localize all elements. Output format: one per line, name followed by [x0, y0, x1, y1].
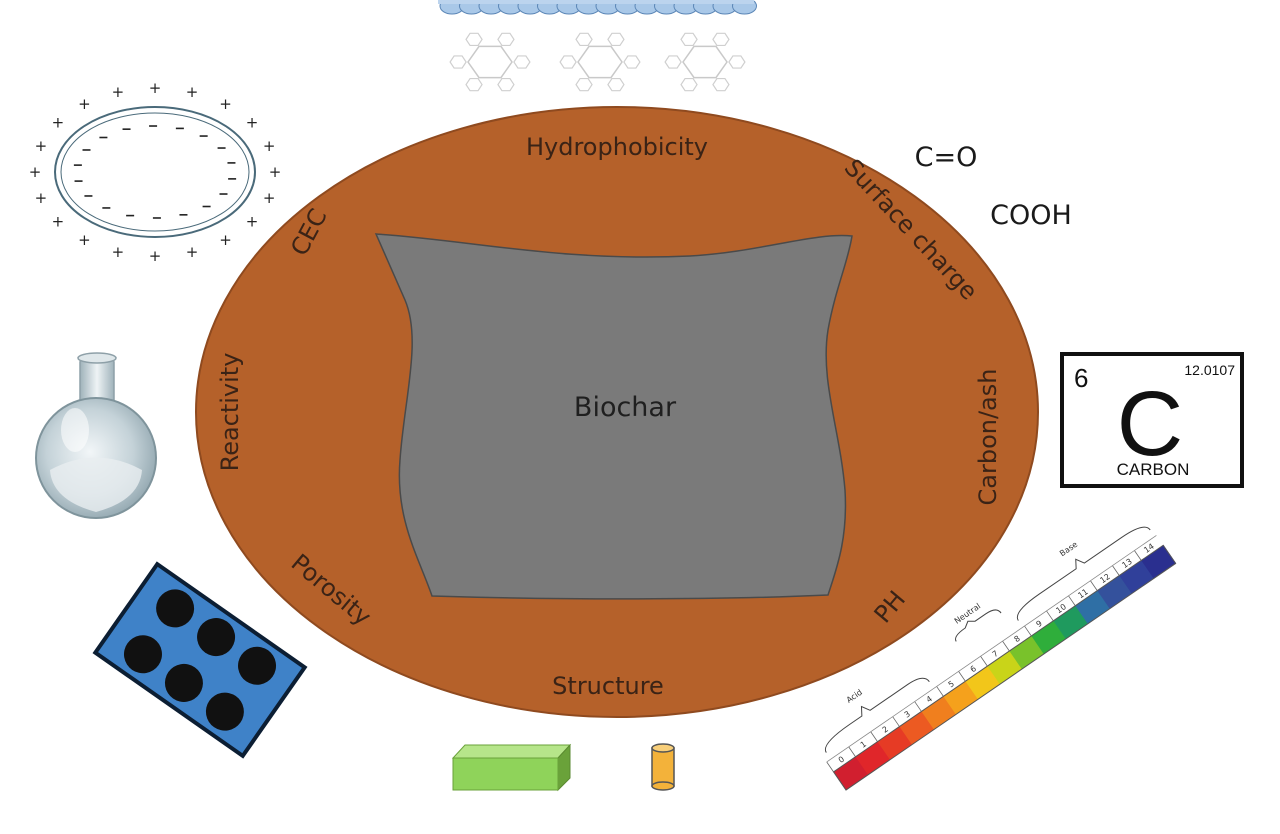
ph-color-band: [1075, 590, 1111, 624]
ph-color-band: [1097, 575, 1133, 609]
ph-number: 2: [881, 724, 890, 734]
ph-number: 4: [925, 694, 934, 704]
positive-charge-icon: +: [52, 212, 65, 230]
positive-charge-icon: +: [112, 83, 125, 101]
ph-number: 8: [1013, 634, 1022, 644]
positive-charge-icon: +: [263, 189, 276, 207]
positive-charge-icon: +: [269, 163, 282, 181]
positive-charge-icon: +: [186, 243, 199, 261]
functional-group-carboxyl: COOH: [990, 200, 1072, 231]
element-atomic-mass: 12.0107: [1184, 362, 1235, 378]
element-atomic-number: 6: [1074, 363, 1088, 393]
ph-number: 3: [903, 709, 912, 719]
nanotube-icon: [438, 0, 757, 15]
positive-charge-icon: +: [149, 247, 162, 265]
element-name: CARBON: [1117, 460, 1190, 479]
ph-color-band: [1119, 560, 1155, 594]
ph-number: 1: [859, 740, 868, 750]
positive-charge-icon: +: [219, 231, 232, 249]
element-tile-carbon: 6 12.0107 C CARBON: [1060, 352, 1244, 488]
ph-color-band: [1053, 605, 1089, 639]
positive-charge-icon: +: [219, 95, 232, 113]
ph-color-band: [921, 696, 957, 730]
positive-charge-icon: +: [246, 212, 259, 230]
flask-icon: [35, 352, 157, 519]
positive-charge-icon: +: [246, 114, 259, 132]
functional-group-carbonyl: C=O: [915, 142, 978, 173]
ph-number: 7: [991, 649, 1000, 659]
ph-number: 6: [969, 664, 978, 674]
ph-category-base: Base: [1058, 540, 1079, 558]
cylinder-icon: [651, 743, 675, 791]
ph-number: 5: [947, 679, 956, 689]
positive-charge-icon: +: [35, 189, 48, 207]
ph-number: 9: [1035, 619, 1044, 629]
ph-color-band: [965, 665, 1001, 700]
biochar-shape: [374, 233, 853, 600]
ph-color-band: [1141, 545, 1177, 579]
ph-category-acid: Acid: [845, 688, 864, 705]
molecule-structures-icon: [449, 32, 746, 92]
ring-label-reactivity: Reactivity: [216, 353, 244, 472]
perforated-tray-icon: [92, 561, 308, 759]
element-symbol: C: [1117, 373, 1183, 475]
center-label: Biochar: [574, 392, 677, 423]
positive-charge-icon: +: [29, 163, 42, 181]
ph-color-band: [1009, 635, 1045, 670]
positive-charge-icon: +: [52, 114, 65, 132]
ph-color-band: [833, 756, 869, 790]
ph-color-band: [899, 711, 935, 745]
charged-particle-icon: ++++++++++++++++++++: [29, 79, 282, 265]
ring-label-carbon-ash: Carbon/ash: [974, 369, 1002, 506]
positive-charge-icon: +: [186, 83, 199, 101]
positive-charge-icon: +: [35, 137, 48, 155]
ph-color-band: [877, 726, 913, 760]
ph-color-band: [1031, 620, 1067, 655]
positive-charge-icon: +: [78, 95, 91, 113]
ph-number: 0: [837, 755, 846, 765]
positive-charge-icon: +: [112, 243, 125, 261]
positive-charge-icon: +: [263, 137, 276, 155]
positive-charge-icon: +: [149, 79, 162, 97]
ph-color-band: [943, 680, 979, 715]
ring-label-structure: Structure: [552, 672, 664, 700]
ring-label-hydrophobicity: Hydrophobicity: [526, 133, 708, 161]
ph-color-band: [987, 650, 1023, 685]
green-block-icon: [451, 743, 572, 792]
ph-color-band: [855, 741, 891, 775]
positive-charge-icon: +: [78, 231, 91, 249]
